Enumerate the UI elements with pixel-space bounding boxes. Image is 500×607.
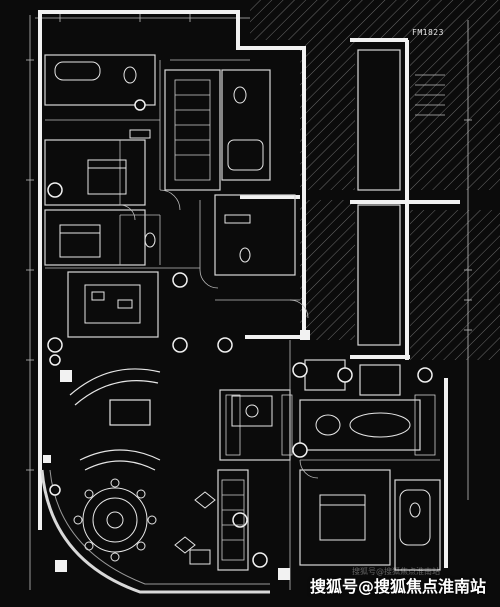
curved-facade bbox=[40, 469, 270, 594]
room-master-bath bbox=[394, 479, 441, 571]
watermark-text: 搜狐号@搜狐焦点淮南站 bbox=[309, 577, 486, 596]
hatched-zone-right-lower bbox=[410, 210, 500, 360]
room-bath-center bbox=[221, 69, 271, 181]
room-walkin-closet bbox=[164, 69, 221, 191]
square-columns bbox=[43, 330, 310, 580]
room-corridor bbox=[217, 469, 249, 571]
watermark: 搜狐号@搜狐焦点淮南站 bbox=[310, 573, 486, 597]
sanitary-fixtures bbox=[123, 66, 421, 518]
room-core-shaft bbox=[357, 49, 401, 191]
dimension-lines-right bbox=[464, 20, 472, 500]
room-master-bed bbox=[299, 469, 391, 566]
room-utility bbox=[359, 364, 401, 396]
lounge-chairs bbox=[174, 491, 216, 565]
living-sofa bbox=[69, 368, 161, 471]
room-kitchen bbox=[219, 389, 291, 461]
room-study bbox=[67, 271, 159, 338]
room-bathroom-top bbox=[44, 54, 156, 106]
beds bbox=[59, 159, 366, 541]
study-desk bbox=[84, 284, 141, 324]
room-outlines bbox=[44, 49, 441, 571]
round-dining-table bbox=[73, 478, 157, 562]
hatched-zone-top-right bbox=[250, 0, 500, 40]
room-dining-table bbox=[299, 399, 421, 451]
watermark-faint: 搜狐号@搜狐焦点淮南站 bbox=[352, 567, 440, 576]
stair-ticks bbox=[415, 74, 445, 116]
room-core-shaft-2 bbox=[357, 204, 401, 346]
door-swings bbox=[119, 189, 319, 479]
wardrobe-units bbox=[174, 79, 436, 561]
hatched-core-mid bbox=[300, 200, 355, 340]
kitchen-fixtures bbox=[231, 395, 273, 427]
structural-columns bbox=[47, 99, 433, 568]
dimension-lines-top bbox=[35, 14, 250, 22]
hatched-core-left bbox=[300, 40, 355, 190]
room-service bbox=[214, 194, 296, 276]
dimension-lines-left bbox=[26, 15, 34, 590]
bathtubs bbox=[54, 61, 431, 546]
outer-walls bbox=[38, 10, 460, 568]
drawing-tag-label: FM1823 bbox=[412, 28, 444, 37]
room-bedroom-1 bbox=[44, 139, 146, 206]
